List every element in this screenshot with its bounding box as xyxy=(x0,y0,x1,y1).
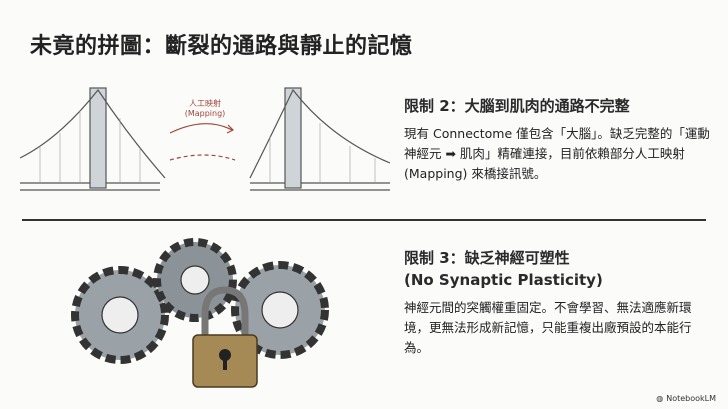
locked-gears-illustration xyxy=(71,238,329,388)
section2-heading: 限制 2：大腦到肌肉的通路不完整 xyxy=(404,97,630,115)
brand-label: NotebookLM xyxy=(666,394,716,403)
mapping-label-zh: 人工映射 xyxy=(189,98,221,108)
slide-title: 未竟的拼圖：斷裂的通路與靜止的記憶 xyxy=(30,34,413,59)
broken-bridge-illustration: 人工映射 (Mapping) xyxy=(20,87,390,191)
section3-body: 神經元間的突觸權重固定。不會學習、無法適應新環境，更無法形成新記憶，只能重複出廠… xyxy=(404,300,692,355)
mapping-label-en: (Mapping) xyxy=(185,109,226,118)
section2-body: 現有 Connectome 僅包含「大腦」。缺乏完整的「運動神經元 ➡ 肌肉」精… xyxy=(404,126,710,181)
arrow-icon xyxy=(169,123,233,134)
notebooklm-brand: ◍ NotebookLM xyxy=(656,394,716,403)
section3-heading-line1: 限制 3：缺乏神經可塑性 xyxy=(404,249,570,267)
section-divider xyxy=(22,219,706,221)
notebooklm-logo-icon: ◍ xyxy=(656,394,664,403)
section3-heading-line2: (No Synaptic Plasticity) xyxy=(404,271,603,289)
